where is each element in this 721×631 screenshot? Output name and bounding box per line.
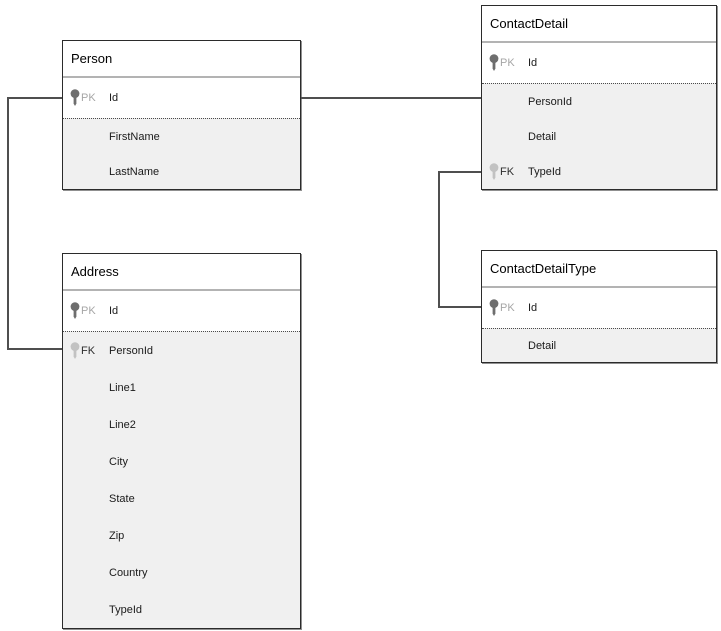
field-row-firstname[interactable]: FirstName (63, 119, 300, 154)
entity-table-contact-detail-type[interactable]: ContactDetailType PK Id Detail (481, 250, 717, 363)
field-row-id[interactable]: PK Id (482, 43, 716, 83)
field-row-lastname[interactable]: LastName (63, 154, 300, 189)
field-row-id[interactable]: PK Id (63, 78, 300, 118)
relationship-line-contactdetailtype-contactdetail[interactable] (438, 171, 481, 173)
table-header: Person (63, 41, 300, 78)
key-badge-label: PK (81, 92, 96, 104)
table-title: ContactDetailType (490, 261, 597, 276)
relationship-line-person-contactdetail[interactable] (301, 97, 481, 99)
table-title: Address (71, 264, 119, 279)
key-icon (489, 299, 499, 316)
table-key-section: PK Id (482, 43, 716, 83)
field-row-country[interactable]: Country (63, 554, 300, 591)
field-name: Line2 (109, 418, 136, 431)
field-row-typeid[interactable]: FK TypeId (482, 154, 716, 189)
key-badge-label: FK (500, 165, 515, 178)
field-name: Detail (528, 339, 557, 352)
key-badge: PK (489, 54, 528, 72)
field-row-personid[interactable]: FK PersonId (63, 332, 300, 369)
key-badge-label: PK (500, 57, 515, 69)
field-row-state[interactable]: State (63, 480, 300, 517)
key-icon (70, 341, 80, 359)
key-badge: PK (489, 299, 528, 317)
key-icon (489, 162, 499, 180)
field-name: Id (109, 92, 119, 104)
table-title: Person (71, 51, 113, 66)
table-body-section: FirstName LastName (63, 118, 300, 189)
relationship-line-person-address[interactable] (7, 348, 62, 350)
entity-table-address[interactable]: Address PK Id FK PersonId (62, 253, 301, 629)
key-badge: FK (489, 162, 528, 181)
table-key-section: PK Id (63, 78, 300, 118)
relationship-line-contactdetailtype-contactdetail[interactable] (438, 171, 440, 308)
field-name: State (109, 492, 135, 505)
table-key-section: PK Id (482, 288, 716, 328)
field-name: Country (109, 566, 148, 579)
key-badge-label: PK (81, 305, 96, 317)
field-name: LastName (109, 165, 160, 178)
relationship-line-person-address[interactable] (7, 97, 62, 99)
field-row-personid[interactable]: PersonId (482, 84, 716, 119)
field-name: TypeId (109, 603, 143, 616)
field-name: Line1 (109, 381, 136, 394)
field-row-detail[interactable]: Detail (482, 329, 716, 362)
table-key-section: PK Id (63, 291, 300, 331)
field-row-line2[interactable]: Line2 (63, 406, 300, 443)
key-icon (70, 302, 80, 319)
field-name: Id (109, 305, 119, 317)
field-name: TypeId (528, 165, 562, 178)
entity-table-person[interactable]: Person PK Id FirstName (62, 40, 301, 190)
key-badge: PK (70, 89, 109, 107)
table-header: ContactDetail (482, 6, 716, 43)
table-title: ContactDetail (490, 16, 569, 31)
field-name: City (109, 455, 128, 468)
table-body-section: Detail (482, 328, 716, 362)
table-body-section: PersonId Detail FK TypeId (482, 83, 716, 189)
key-badge: FK (70, 341, 109, 360)
key-badge: PK (70, 302, 109, 320)
field-name: PersonId (528, 95, 573, 108)
field-row-typeid[interactable]: TypeId (63, 591, 300, 628)
field-row-id[interactable]: PK Id (482, 288, 716, 328)
relationship-line-person-address[interactable] (7, 97, 9, 350)
relationship-line-contactdetailtype-contactdetail[interactable] (438, 306, 481, 308)
field-name: Id (528, 302, 538, 314)
entity-table-contact-detail[interactable]: ContactDetail PK Id PersonId (481, 5, 717, 190)
field-row-line1[interactable]: Line1 (63, 369, 300, 406)
field-name: Detail (528, 130, 557, 143)
field-name: Zip (109, 529, 125, 542)
field-row-city[interactable]: City (63, 443, 300, 480)
key-badge-label: PK (500, 302, 515, 314)
key-icon (70, 89, 80, 106)
field-row-id[interactable]: PK Id (63, 291, 300, 331)
table-body-section: FK PersonId Line1 Line2 (63, 331, 300, 628)
field-name: PersonId (109, 344, 154, 357)
key-icon (489, 54, 499, 71)
field-row-detail[interactable]: Detail (482, 119, 716, 154)
field-row-zip[interactable]: Zip (63, 517, 300, 554)
table-header: ContactDetailType (482, 251, 716, 288)
field-name: FirstName (109, 130, 160, 143)
table-header: Address (63, 254, 300, 291)
field-name: Id (528, 57, 538, 69)
key-badge-label: FK (81, 344, 96, 357)
